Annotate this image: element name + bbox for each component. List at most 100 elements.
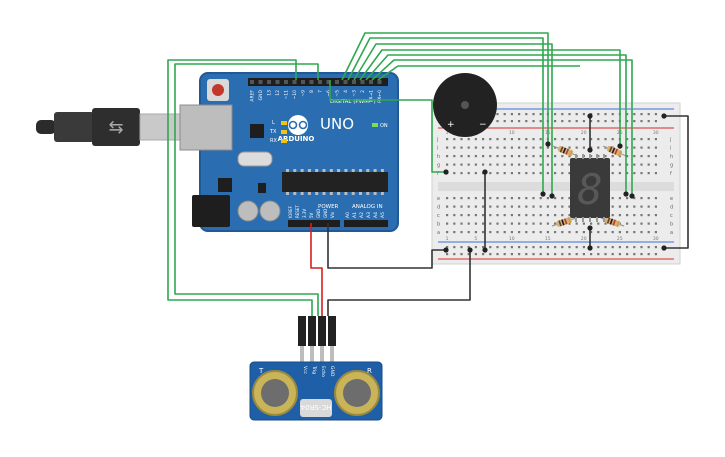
small-chip xyxy=(258,183,266,193)
breadboard-hole xyxy=(611,197,614,200)
breadboard-hole xyxy=(590,155,593,158)
breadboard-hole xyxy=(633,205,636,208)
breadboard-hole xyxy=(618,231,621,234)
breadboard-hole xyxy=(453,155,456,158)
breadboard-hole xyxy=(496,138,499,141)
digital-pin-hole xyxy=(284,80,288,84)
breadboard-hole xyxy=(568,155,571,158)
breadboard-hole xyxy=(633,222,636,225)
display-body xyxy=(570,158,610,218)
breadboard-hole xyxy=(453,172,456,175)
breadboard-hole xyxy=(539,163,542,166)
digital-pin-label: ~11 xyxy=(284,90,290,100)
breadboard-hole xyxy=(467,163,470,166)
breadboard-hole xyxy=(518,253,521,256)
digital-label: DIGITAL (PWM~) xyxy=(330,99,376,105)
chip-leg xyxy=(315,192,319,195)
breadboard-hole xyxy=(554,113,557,116)
breadboard-hole xyxy=(474,246,477,249)
breadboard-hole xyxy=(618,155,621,158)
breadboard-hole xyxy=(633,138,636,141)
power-label: POWER xyxy=(318,204,339,210)
sensor-model: HC-SR04 xyxy=(300,403,331,411)
breadboard-hole xyxy=(633,246,636,249)
chip-leg xyxy=(322,169,326,172)
chip-leg xyxy=(359,192,362,195)
breadboard-hole xyxy=(532,253,535,256)
breadboard-hole xyxy=(575,120,578,123)
breadboard-hole xyxy=(546,222,549,225)
breadboard-hole xyxy=(525,197,528,200)
reset-button[interactable] xyxy=(212,84,224,96)
display-pin xyxy=(582,217,584,222)
usb-b-port xyxy=(179,104,233,151)
breadboard-hole xyxy=(546,146,549,149)
breadboard-hole xyxy=(510,120,513,123)
chip-leg xyxy=(293,169,297,172)
capacitor-right xyxy=(259,200,281,222)
breadboard-hole xyxy=(554,120,557,123)
breadboard-hole xyxy=(503,120,506,123)
breadboard-hole xyxy=(482,197,485,200)
breadboard-hole xyxy=(496,163,499,166)
breadboard-hole xyxy=(597,222,600,225)
breadboard-hole xyxy=(503,138,506,141)
sensor-pin-gnd xyxy=(328,316,336,346)
breadboard-hole xyxy=(604,120,607,123)
arduino-model: UNO xyxy=(320,115,354,133)
breadboard-hole xyxy=(474,146,477,149)
breadboard-hole xyxy=(568,253,571,256)
breadboard-hole xyxy=(597,138,600,141)
breadboard-hole xyxy=(525,120,528,123)
breadboard-hole xyxy=(561,120,564,123)
wire-endpoints xyxy=(443,113,667,253)
ground-wires xyxy=(327,115,689,316)
breadboard-hole xyxy=(510,172,513,175)
wire-endpoint xyxy=(549,193,555,199)
buzzer-hole xyxy=(461,101,469,109)
column-number: 5 xyxy=(474,236,477,242)
breadboard-hole xyxy=(539,113,542,116)
breadboard-hole xyxy=(453,214,456,217)
wire-endpoint xyxy=(482,247,488,253)
breadboard-hole xyxy=(510,253,513,256)
breadboard-hole xyxy=(453,146,456,149)
sensor-pin-label: Trig xyxy=(311,365,317,374)
breadboard-hole xyxy=(647,246,650,249)
breadboard-hole xyxy=(597,113,600,116)
digital-pin-label: 7 xyxy=(318,90,324,93)
wire-d1 xyxy=(377,65,580,81)
digital-pin-label: 4 xyxy=(343,90,349,93)
chip-leg xyxy=(380,169,384,172)
power-pin-label: IOREF xyxy=(288,205,293,218)
breadboard-hole xyxy=(597,120,600,123)
display-pin xyxy=(603,154,605,159)
wire-endpoint xyxy=(661,245,667,251)
breadboard-hole xyxy=(460,222,463,225)
power-pin-label: 3.3V xyxy=(302,209,307,218)
breadboard-hole xyxy=(633,120,636,123)
breadboard-hole xyxy=(532,163,535,166)
breadboard-hole xyxy=(647,253,650,256)
wire-d7 xyxy=(341,32,549,144)
breadboard-hole xyxy=(647,222,650,225)
seven-segment-display[interactable]: 8 xyxy=(570,154,610,222)
breadboard-hole xyxy=(554,138,557,141)
row-letter: a xyxy=(437,230,440,236)
breadboard-hole xyxy=(489,138,492,141)
breadboard-hole xyxy=(640,214,643,217)
row-letter: i xyxy=(670,146,671,152)
breadboard-hole xyxy=(518,172,521,175)
breadboard-hole xyxy=(633,146,636,149)
piezo-buzzer[interactable]: + − xyxy=(433,73,497,137)
breadboard-hole xyxy=(489,246,492,249)
breadboard-hole xyxy=(446,253,449,256)
digital-pin-label: RX←0 xyxy=(377,90,383,103)
sensor-pin-label: GND xyxy=(329,366,335,377)
breadboard-hole xyxy=(611,155,614,158)
column-number: 30 xyxy=(653,236,659,242)
wire-echo xyxy=(174,63,319,316)
